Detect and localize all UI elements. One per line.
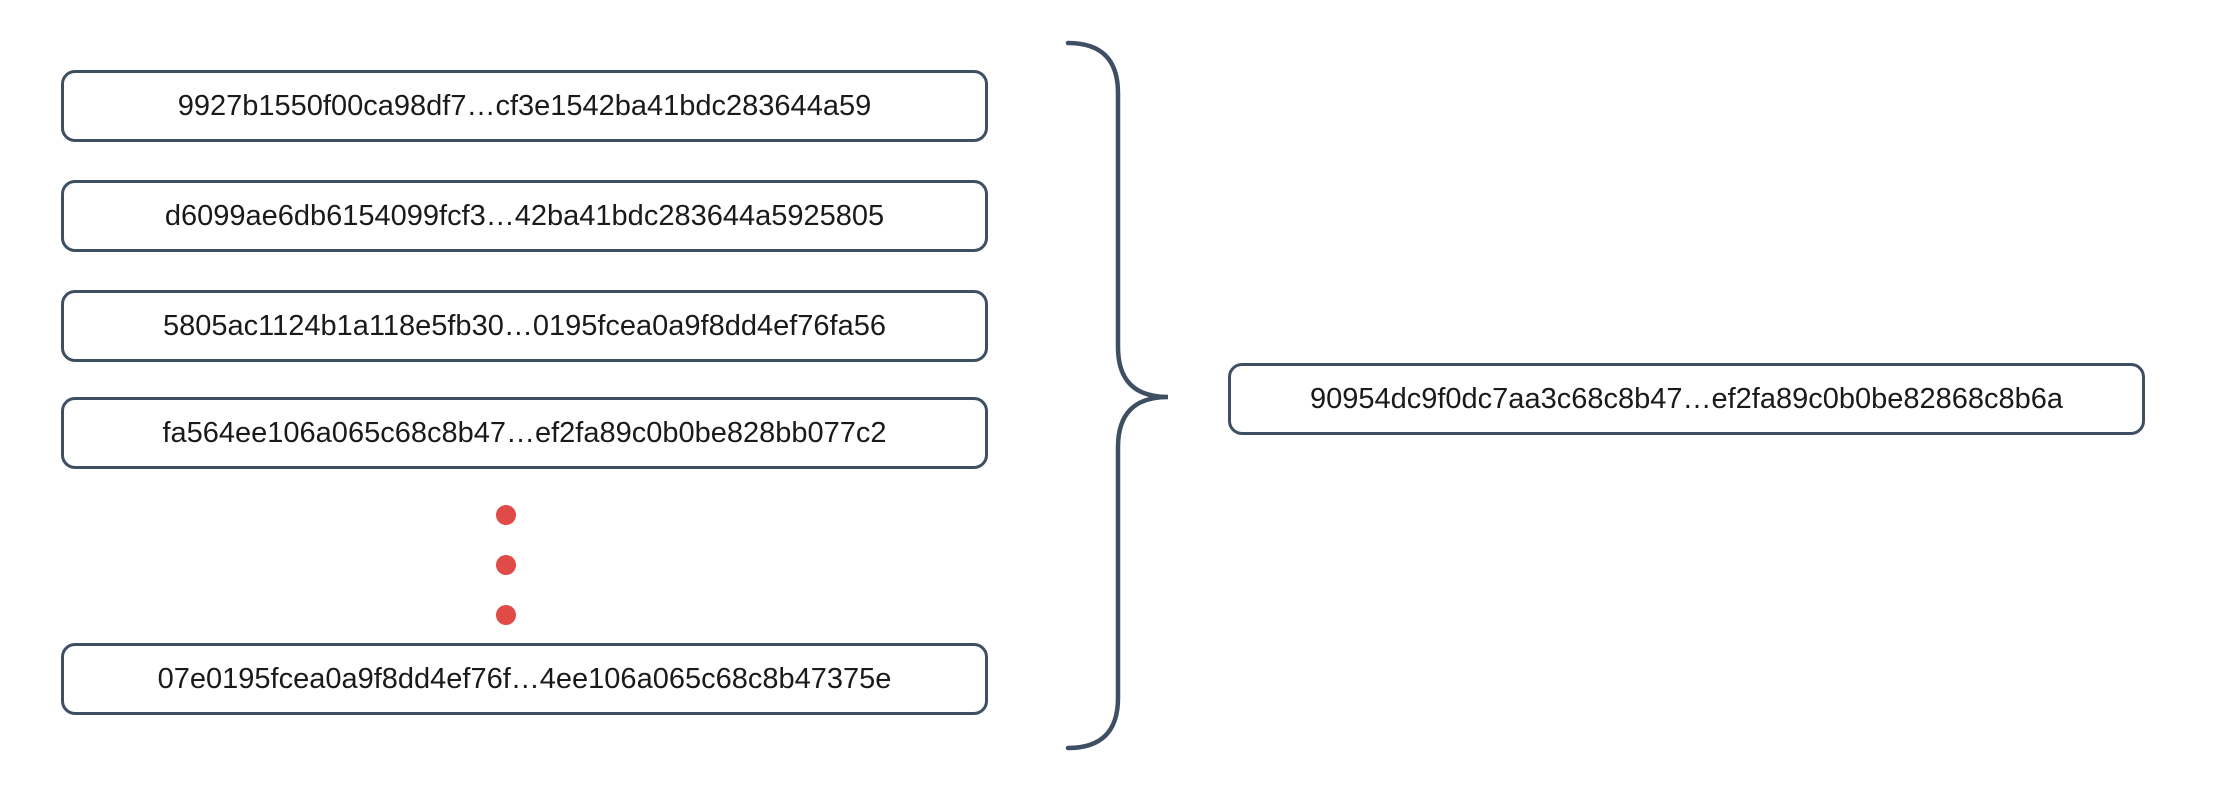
input-hash-block-5: 07e0195fcea0a9f8dd4ef76f…4ee106a065c68c8… <box>61 643 988 715</box>
vertical-ellipsis-icon <box>496 505 516 625</box>
ellipsis-dot <box>496 605 516 625</box>
result-hash-label: 90954dc9f0dc7aa3c68c8b47…ef2fa89c0b0be82… <box>1309 382 2064 415</box>
input-hash-block-2: d6099ae6db6154099fcf3…42ba41bdc283644a59… <box>61 180 988 252</box>
input-hash-block-1: 9927b1550f00ca98df7…cf3e1542ba41bdc28364… <box>61 70 988 142</box>
input-hash-block-4: fa564ee106a065c68c8b47…ef2fa89c0b0be828b… <box>61 397 988 469</box>
input-hash-label-4: fa564ee106a065c68c8b47…ef2fa89c0b0be828b… <box>162 416 887 449</box>
input-hash-block-3: 5805ac1124b1a118e5fb30…0195fcea0a9f8dd4e… <box>61 290 988 362</box>
ellipsis-dot <box>496 505 516 525</box>
input-hash-label-1: 9927b1550f00ca98df7…cf3e1542ba41bdc28364… <box>177 89 872 122</box>
input-hash-label-2: d6099ae6db6154099fcf3…42ba41bdc283644a59… <box>164 199 885 232</box>
curly-brace-icon <box>1065 40 1169 751</box>
input-hash-label-5: 07e0195fcea0a9f8dd4ef76f…4ee106a065c68c8… <box>157 662 892 695</box>
ellipsis-dot <box>496 555 516 575</box>
result-hash-block: 90954dc9f0dc7aa3c68c8b47…ef2fa89c0b0be82… <box>1228 363 2145 435</box>
input-hash-label-3: 5805ac1124b1a118e5fb30…0195fcea0a9f8dd4e… <box>163 309 886 342</box>
